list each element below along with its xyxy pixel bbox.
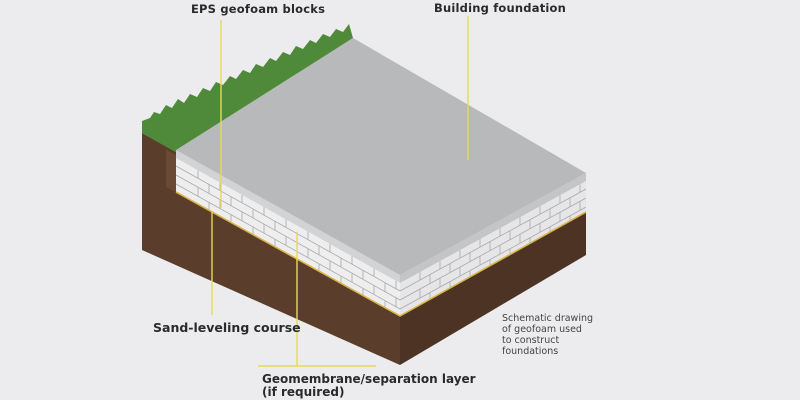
label-geomembrane-line1: Geomembrane/separation layer bbox=[262, 372, 476, 386]
geofoam-right-joints bbox=[400, 184, 586, 310]
caption: Schematic drawing of geofoam used to con… bbox=[502, 313, 622, 357]
label-geomembrane: Geomembrane/separation layer (if require… bbox=[262, 373, 476, 399]
label-building-foundation: Building foundation bbox=[434, 1, 567, 15]
label-geomembrane-line2: (if required) bbox=[262, 385, 345, 399]
caption-line: Schematic drawing bbox=[502, 313, 594, 324]
caption-line: of geofoam used bbox=[502, 324, 582, 335]
slab-left-edge bbox=[176, 150, 400, 283]
label-sand-leveling: Sand-leveling course bbox=[153, 320, 301, 335]
caption-line: foundations bbox=[502, 346, 559, 357]
geofoam-left-joints bbox=[176, 165, 400, 310]
label-eps-geofoam: EPS geofoam blocks bbox=[191, 2, 326, 16]
soil-left-face bbox=[142, 133, 400, 365]
slab-top bbox=[176, 38, 586, 275]
grass-strip bbox=[142, 24, 353, 152]
sand-leveling-line bbox=[175, 191, 587, 317]
soil-right-face bbox=[400, 212, 586, 365]
slab-right-edge bbox=[400, 173, 586, 283]
caption-line: to construct bbox=[502, 335, 560, 346]
trench-notch bbox=[166, 150, 176, 192]
